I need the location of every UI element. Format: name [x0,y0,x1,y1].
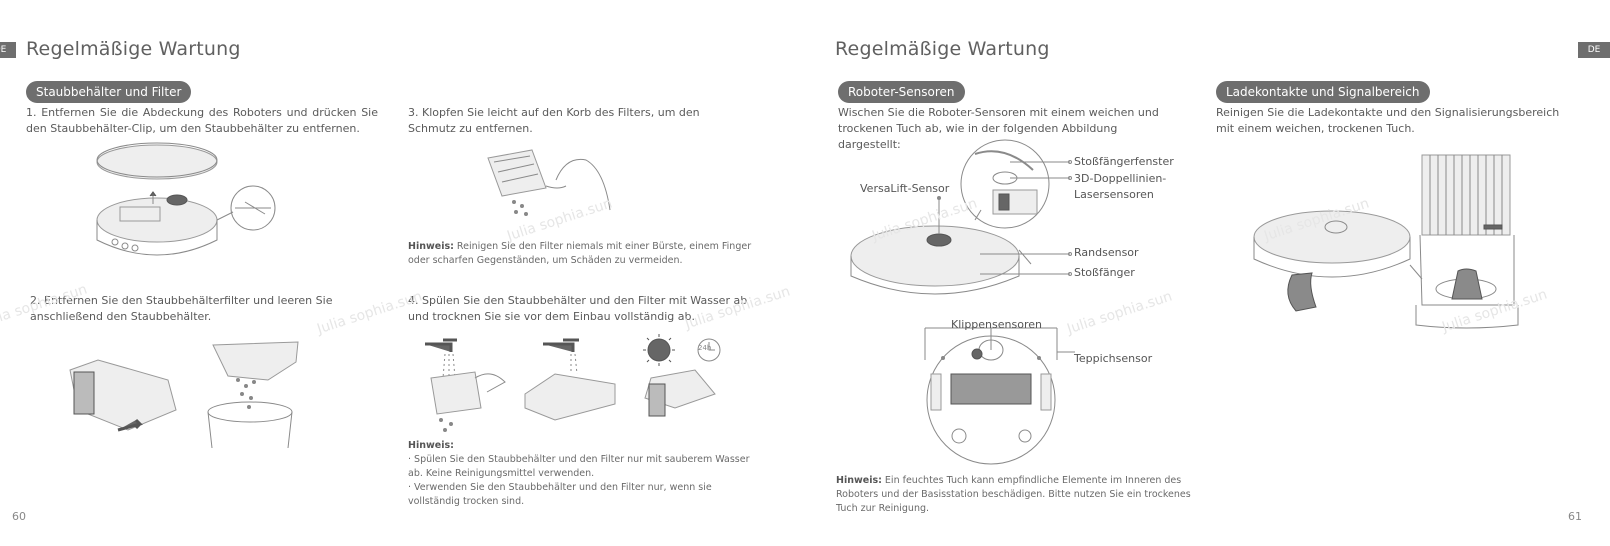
watermark: Julia sophia.sun [1065,288,1175,338]
sensors-text: Wischen Sie die Roboter-Sensoren mit ein… [838,106,1159,151]
robot-sensors-illustration [850,139,1050,295]
step-4-text: 4. Spülen Sie den Staubbehälter und den … [408,294,748,323]
page-title-right: Regelmäßige Wartung [835,38,1050,60]
section-pill-sensors: Roboter-Sensoren [838,81,965,103]
note-label: Hinweis: [408,440,454,451]
step-2-text: 2. Entfernen Sie den Staubbehälterfilter… [30,294,333,323]
step-1-text: 1. Entfernen Sie die Abdeckung des Robot… [26,106,378,135]
section-pill-dustbin: Staubbehälter und Filter [26,81,192,103]
note-text: Reinigen Sie den Filter niemals mit eine… [408,241,752,266]
robot-underside-illustration [924,327,1075,465]
label-carpet-sensor: Teppichsensor [1074,352,1153,365]
note-item: · Spülen Sie den Staubbehälter und den F… [408,454,750,479]
note-dry-cloth: Hinweis: Ein feuchtes Tuch kann empfindl… [836,474,1196,516]
rinse-dry-illustration [425,334,721,432]
page-number-left: 60 [12,510,26,523]
label-versalift: VersaLift-Sensor [860,182,950,195]
page-title-left: Regelmäßige Wartung [26,38,241,60]
label-edge-sensor: Randsensor [1074,246,1139,259]
note-item: · Verwenden Sie den Staubbehälter und de… [408,482,712,507]
language-badge-left: DE [0,42,16,58]
language-badge-right: DE [1578,42,1610,58]
contacts-text: Reinigen Sie die Ladekontakte und den Si… [1216,106,1560,135]
label-laser-line1: 3D-Doppellinien- [1074,172,1167,185]
sensor-callout-lines [980,160,1072,276]
note-rinse: Hinweis: · Spülen Sie den Staubbehälter … [408,439,758,509]
label-bumper-window: Stoßfängerfenster [1074,155,1174,168]
contacts-cleaning-illustration [1253,154,1519,329]
note-label: Hinweis: [408,241,454,252]
label-bumper: Stoßfänger [1074,266,1135,279]
robot-lid-illustration [96,142,276,256]
dustbin-empty-illustration [69,341,299,449]
section-pill-contacts: Ladekontakte und Signalbereich [1216,81,1430,103]
step-3-text: 3. Klopfen Sie leicht auf den Korb des F… [408,106,700,135]
note-filter: Hinweis: Reinigen Sie den Filter niemals… [408,240,753,268]
note-text: Ein feuchtes Tuch kann empfindliche Elem… [836,475,1191,514]
timer-label: 24h [698,344,712,352]
page-number-right: 61 [1568,510,1582,523]
label-laser-line2: Lasersensoren [1074,188,1154,201]
label-cliff-sensors: Klippensensoren [951,318,1042,331]
filter-tap-illustration [487,149,611,216]
note-label: Hinweis: [836,475,882,486]
